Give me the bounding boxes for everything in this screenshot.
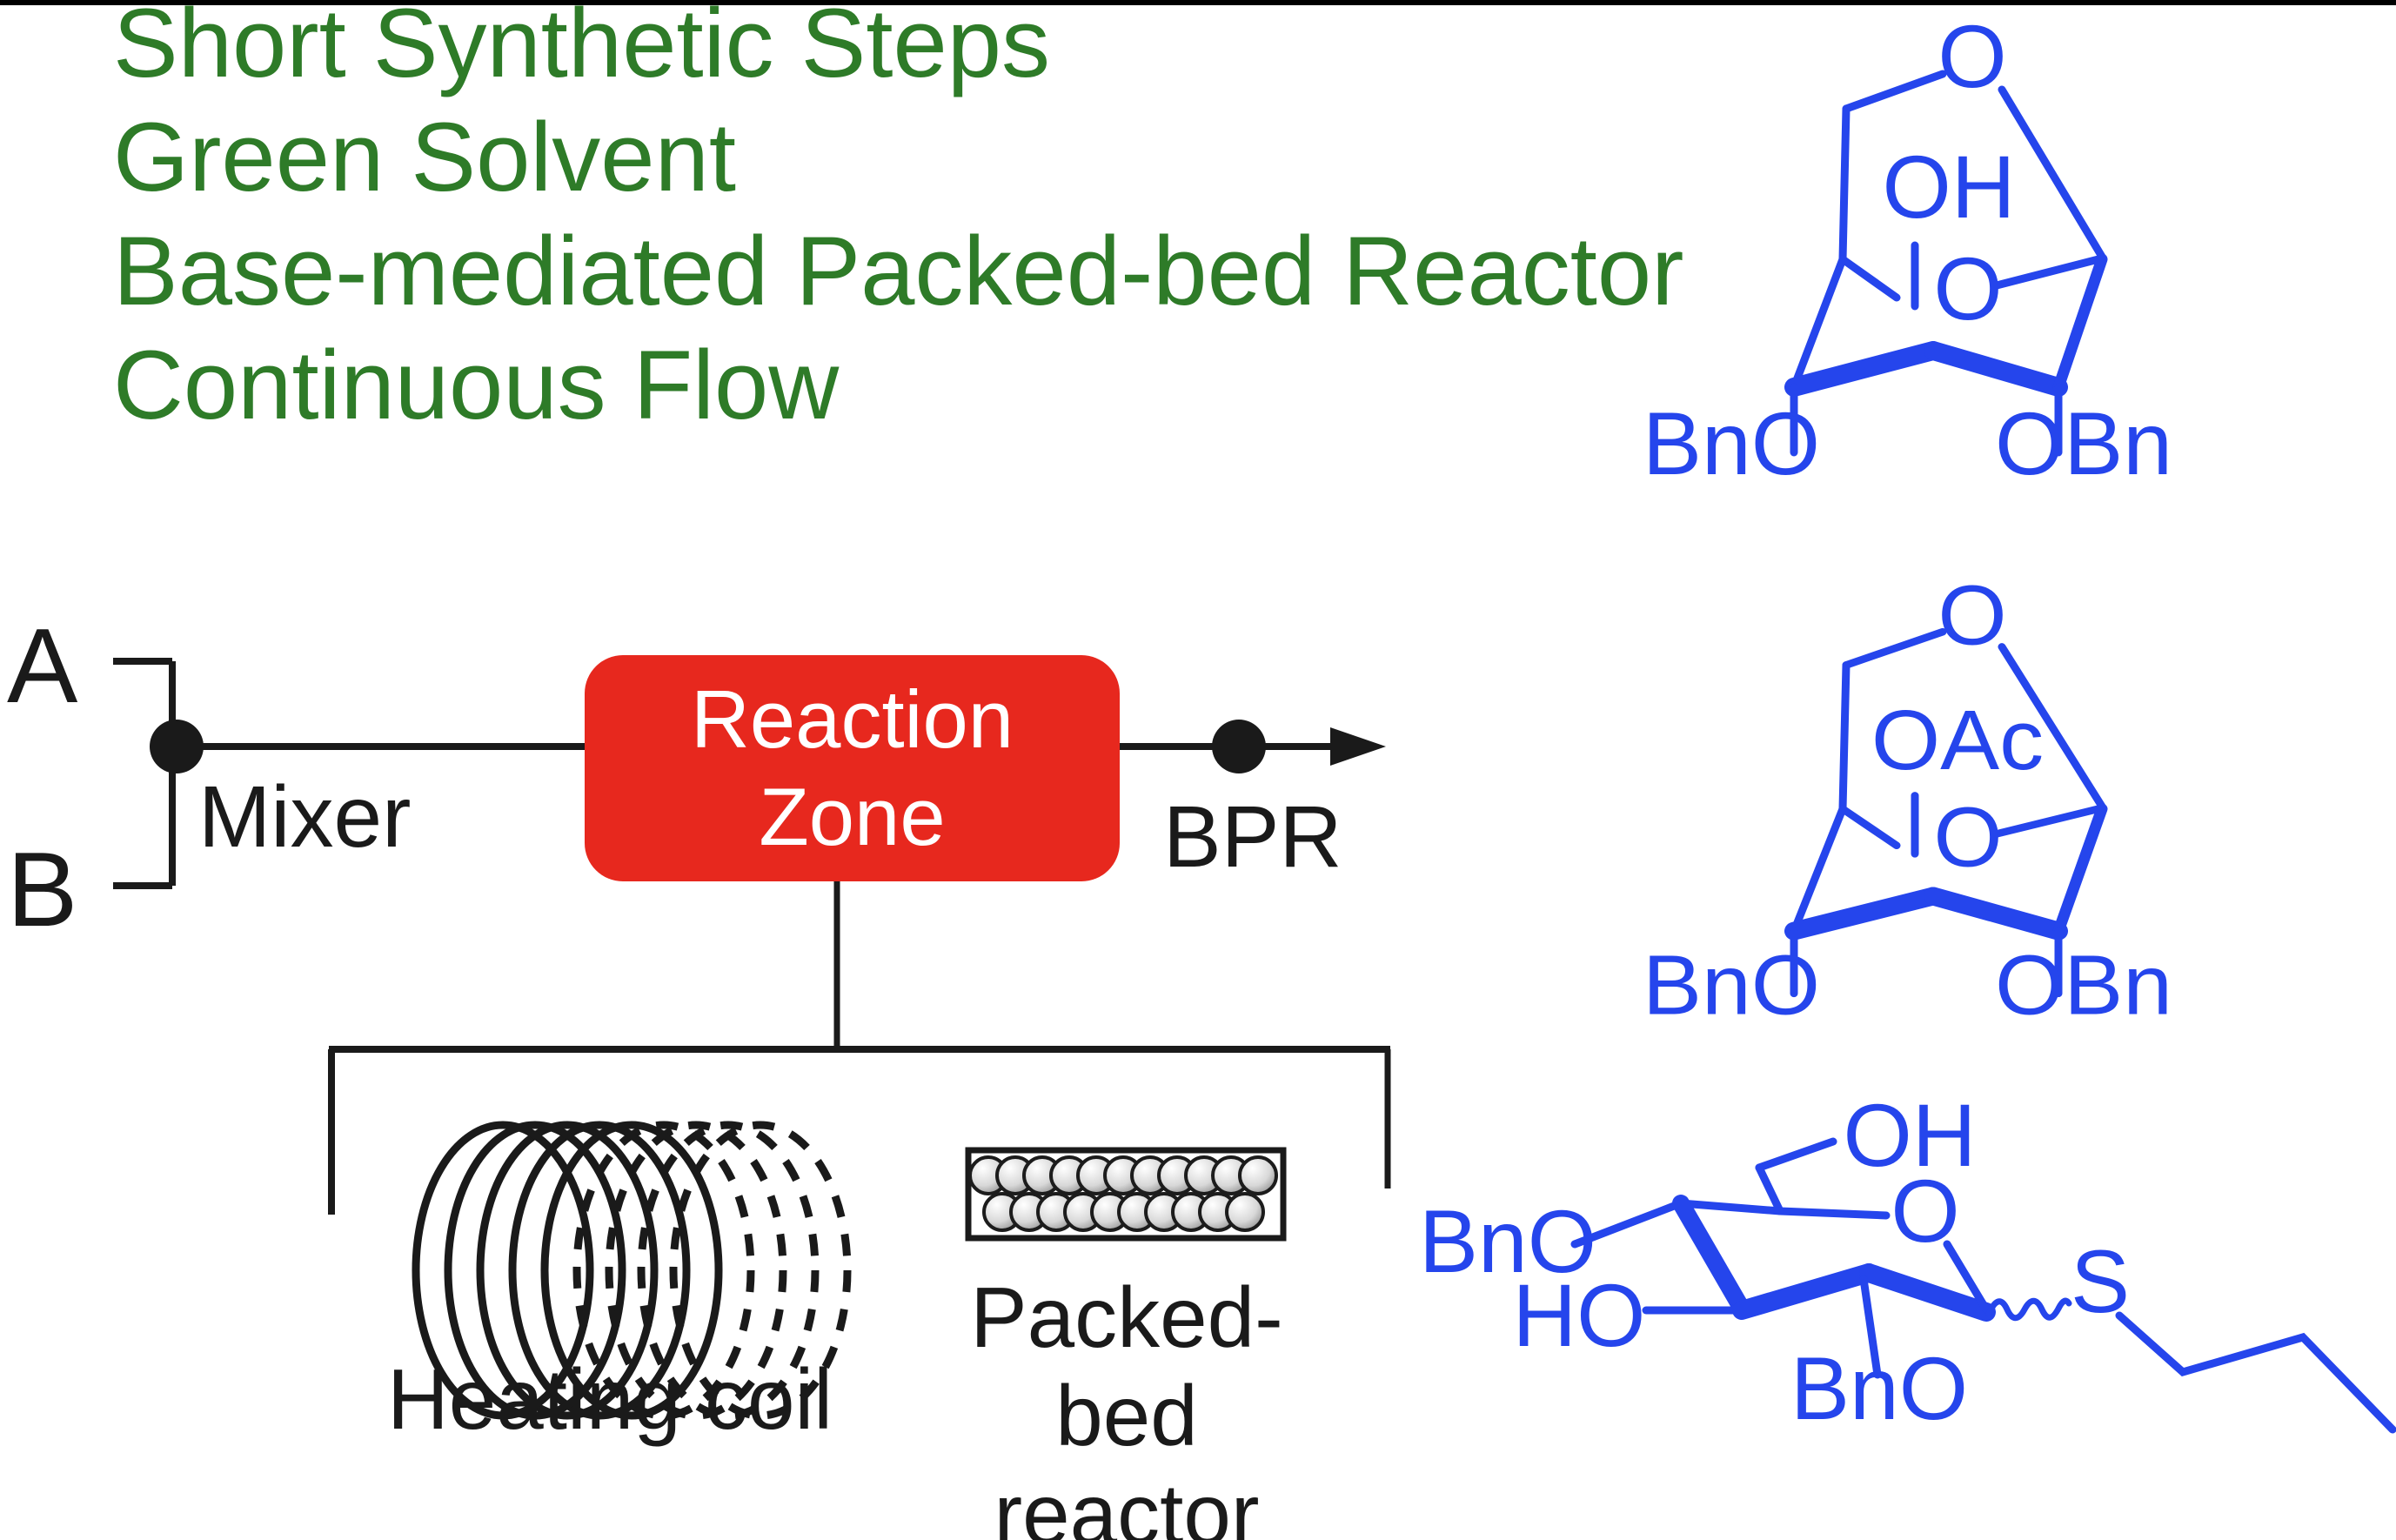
bold-bond — [1784, 887, 1943, 941]
coil-dashed-turn — [605, 1121, 787, 1420]
reaction-zone-box — [585, 655, 1120, 881]
flow-arrowhead — [1330, 727, 1386, 766]
headline-block: Short Synthetic Steps Green Solvent Base… — [113, 0, 1683, 442]
bond — [1677, 1199, 1784, 1215]
bond — [1570, 1199, 1685, 1249]
headline-line-3: Base-mediated Packed-bed Reactor — [113, 217, 1684, 325]
bond — [1842, 70, 1947, 113]
bold-bond — [2052, 253, 2108, 393]
coil-dashed-turn — [572, 1121, 755, 1420]
reaction-zone-label: Reaction Zone — [585, 655, 1120, 881]
obn-label: OBn — [1995, 939, 2172, 1027]
bold-bond — [1732, 1263, 1878, 1320]
bridge-oxygen-label: O — [1938, 7, 2006, 106]
bond — [1776, 1207, 1891, 1220]
anomeric-squiggle-bond — [1985, 1297, 2072, 1322]
bold-bond — [1924, 341, 2068, 397]
reaction-zone-label-line2: Zone — [759, 771, 946, 862]
molecule-anhydro-acetate: O OAc O BnO OBn — [1643, 569, 2172, 1027]
headline-line-1: Short Synthetic Steps — [113, 0, 1051, 97]
input-a-label: A — [7, 606, 78, 725]
ring-oxygen-label: O — [1891, 1162, 1959, 1261]
mixer-label: Mixer — [198, 768, 412, 866]
ho-label: HO — [1513, 1266, 1646, 1365]
packed-bed-beads — [968, 1155, 1278, 1232]
bond — [1992, 255, 2103, 290]
bno-left-label: BnO — [1419, 1192, 1596, 1291]
bpr-label: BPR — [1163, 788, 1342, 886]
heating-coil-drawing — [412, 1121, 852, 1420]
headline-line-2: Green Solvent — [113, 103, 736, 211]
reaction-zone-label-line1: Reaction — [691, 673, 1014, 765]
packed-bed-label: Packed-bed reactor column — [909, 1269, 1344, 1540]
substituent-label: OH — [1883, 137, 2016, 237]
sulfur-label: S — [2071, 1232, 2130, 1331]
packed-bed-label-line2: reactor — [994, 1466, 1260, 1540]
bond — [1755, 1137, 1837, 1172]
heating-coil-label: Heating coil — [387, 1351, 833, 1447]
coil-solid-turn — [476, 1121, 659, 1420]
bold-bond — [2052, 803, 2108, 937]
propyl-chain-bond — [2115, 1311, 2396, 1434]
coil-solid-turn — [444, 1121, 626, 1420]
oh-label: OH — [1844, 1088, 1977, 1185]
coil-solid-turn — [540, 1121, 723, 1420]
bond — [1838, 104, 1851, 264]
bno-label: BnO — [1643, 939, 1820, 1027]
mixer-node-dot — [150, 720, 204, 773]
bpr-node-dot — [1212, 720, 1266, 773]
bond — [1838, 805, 1901, 850]
coil-solid-turn — [508, 1121, 691, 1420]
molecule-anhydro-alcohol: O OH O BnO OBn — [1643, 7, 2172, 487]
ring-oxygen-label: O — [1933, 239, 2002, 338]
coil-solid-turn — [412, 1121, 594, 1420]
coil-dashed-turn — [637, 1121, 820, 1420]
bond — [1992, 805, 2103, 838]
packed-bed-label-line1: Packed-bed — [970, 1269, 1283, 1463]
bond — [1790, 255, 1847, 392]
bno-bottom-label: BnO — [1790, 1339, 1968, 1438]
top-border-bar — [0, 0, 2396, 5]
bold-bond — [1924, 887, 2068, 941]
bridge-oxygen-label: O — [1938, 569, 2006, 663]
obn-label: OBn — [1995, 394, 2172, 487]
bond — [1859, 1275, 1882, 1379]
headline-line-4: Continuous Flow — [113, 331, 840, 439]
coil-dashed-turn — [669, 1121, 852, 1420]
molecule-thioglycoside: OH O BnO HO BnO S — [1419, 1088, 2396, 1438]
input-b-label: B — [7, 830, 78, 948]
bond — [1838, 661, 1851, 813]
bold-bond — [1859, 1263, 1996, 1322]
bond — [1842, 627, 1947, 669]
bond — [1998, 85, 2106, 261]
bond — [1943, 1240, 1991, 1314]
bond — [1838, 255, 1901, 302]
bond — [1790, 805, 1847, 935]
bold-bond — [1784, 341, 1943, 397]
substituent-label: OAc — [1871, 693, 2044, 787]
bno-label: BnO — [1643, 394, 1820, 487]
bond — [1998, 643, 2106, 811]
ring-oxygen-label: O — [1933, 791, 2002, 885]
bold-bond — [1672, 1195, 1750, 1317]
packed-bed-drawing — [965, 1147, 1287, 1242]
bond — [1755, 1163, 1784, 1215]
